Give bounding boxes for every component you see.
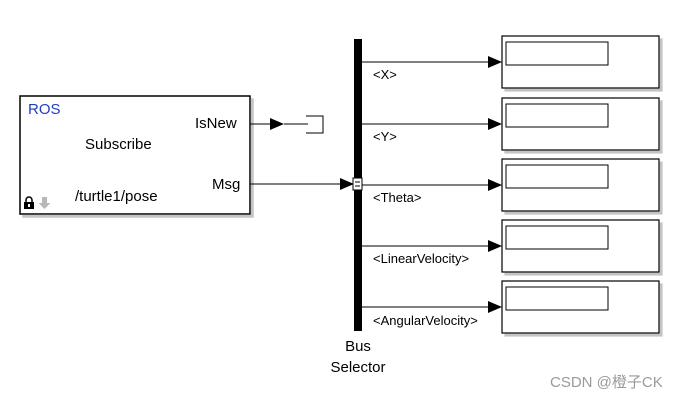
angular-velocity-arrow bbox=[488, 301, 502, 313]
signal-label-angular-velocity: <AngularVelocity> bbox=[373, 313, 478, 328]
display-block[interactable] bbox=[501, 97, 660, 151]
x-arrow bbox=[488, 56, 502, 68]
terminator-icon[interactable] bbox=[284, 115, 324, 134]
display-block[interactable] bbox=[501, 280, 660, 334]
display-value-box bbox=[505, 41, 609, 66]
isnew-port-label: IsNew bbox=[195, 115, 237, 132]
down-arrow-icon bbox=[38, 197, 51, 209]
msg-arrow bbox=[340, 178, 354, 190]
topic-label: /turtle1/pose bbox=[75, 188, 158, 205]
signal-label-linear-velocity: <LinearVelocity> bbox=[373, 251, 470, 266]
display-block[interactable] bbox=[501, 158, 660, 212]
signal-label-theta: <Theta> bbox=[373, 190, 422, 205]
theta-arrow bbox=[488, 179, 502, 191]
isnew-arrow bbox=[270, 118, 284, 130]
display-value-box bbox=[505, 103, 609, 128]
y-arrow bbox=[488, 118, 502, 130]
display-value-box bbox=[505, 225, 609, 250]
display-value-box bbox=[505, 164, 609, 189]
lock-icon bbox=[24, 196, 34, 209]
msg-port-label: Msg bbox=[212, 176, 241, 193]
watermark: CSDN @橙子CK bbox=[550, 374, 663, 391]
ros-tag-label: ROS bbox=[28, 101, 61, 118]
bus-input-port-icon bbox=[352, 177, 363, 191]
linear-velocity-arrow bbox=[488, 240, 502, 252]
ros-operation-label: Subscribe bbox=[85, 136, 152, 153]
display-value-box bbox=[505, 286, 609, 311]
signal-label-y: <Y> bbox=[373, 129, 397, 144]
display-block[interactable] bbox=[501, 35, 660, 89]
ros-subscribe-block[interactable] bbox=[19, 95, 251, 215]
display-block[interactable] bbox=[501, 219, 660, 273]
signal-label-x: <X> bbox=[373, 67, 397, 82]
